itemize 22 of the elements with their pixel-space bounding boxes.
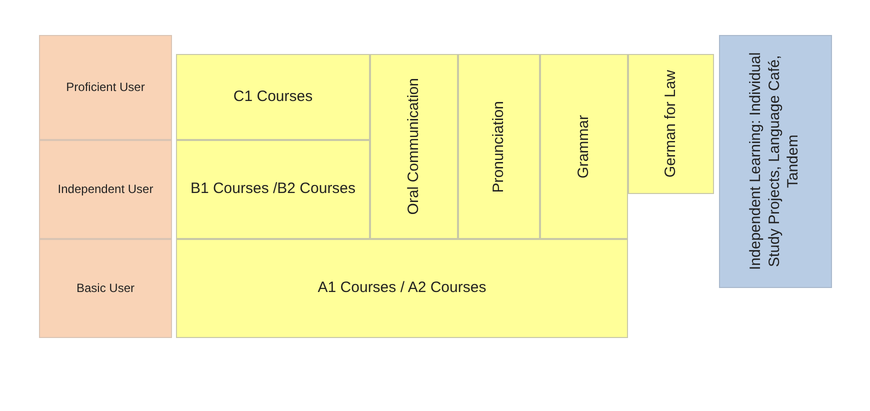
course-box [540,54,628,239]
box-label: B1 Courses /B2 Courses [190,180,356,199]
course-box [458,54,540,239]
box-label: Oral Communication [404,78,423,215]
box-label: Grammar [574,114,593,178]
course-box [176,140,370,239]
course-box [628,54,714,194]
box-label: C1 Courses [233,88,313,106]
box-label: Pronunciation [490,100,508,192]
course-box [370,54,458,239]
level-box [39,140,172,239]
box-label: Basic User [76,281,134,296]
learning-box [719,35,832,288]
box-label: German for Law [662,70,680,178]
box-label: Independent Learning: Individual Study Projects, Language Café, Tandem [747,52,803,272]
box-label: Independent User [58,182,154,197]
course-box [176,54,370,140]
course-box [176,239,628,338]
level-box [39,35,172,140]
box-label: Proficient User [66,80,145,95]
level-box [39,239,172,338]
box-label: A1 Courses / A2 Courses [318,279,486,298]
